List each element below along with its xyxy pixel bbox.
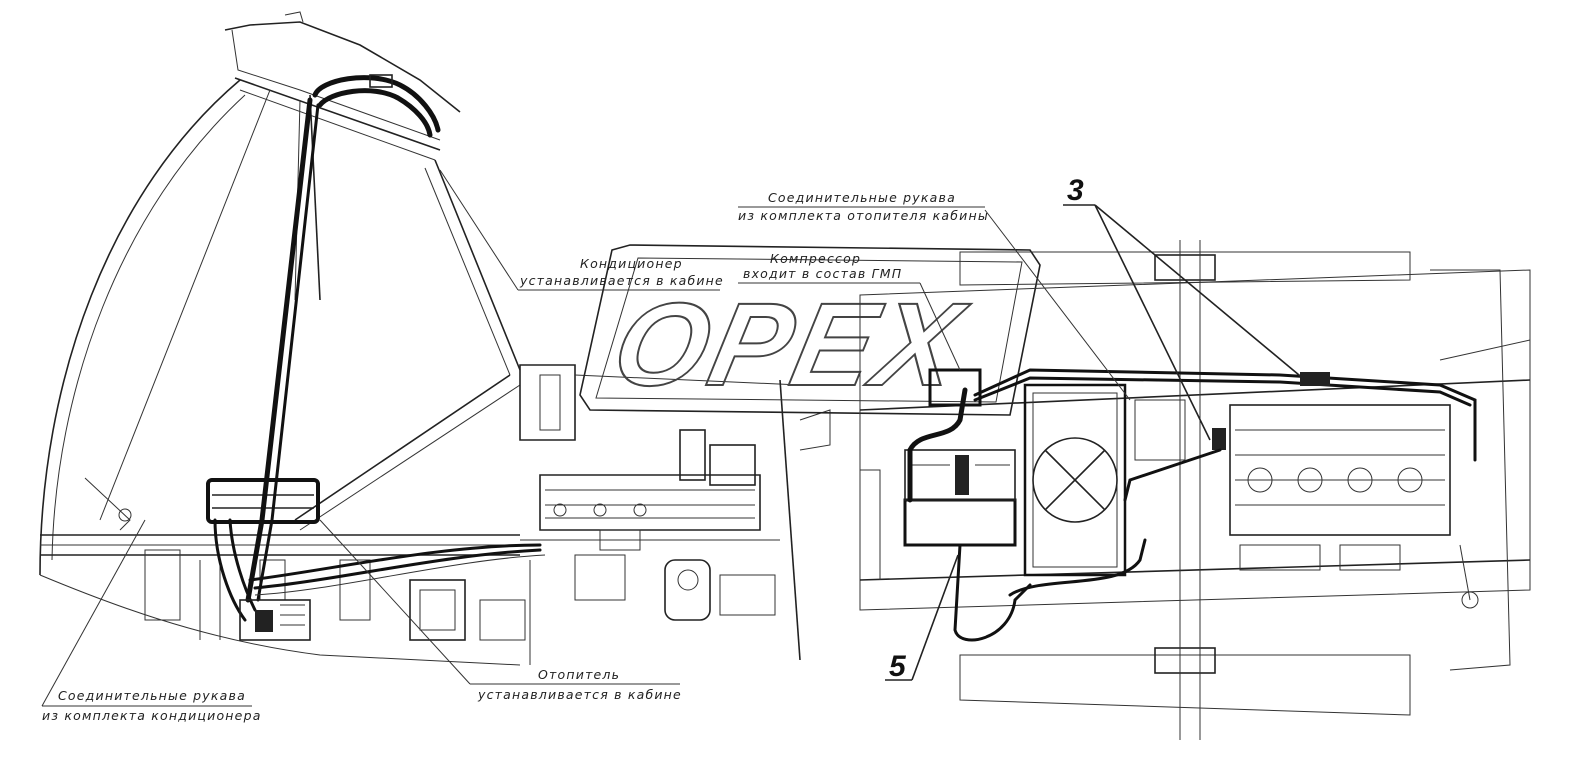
heater-hoses-label-line2: из комплекта отопителя кабины [738,208,989,223]
callout-5: 5 [889,650,907,683]
heater-label-line2: устанавливается в кабине [477,687,682,702]
compressor-label-line2: входит в состав ГМП [743,266,902,281]
heater-hoses-label-line1: Соединительные рукава [768,190,956,205]
conditioner-hoses [213,97,546,622]
callout-3: 3 [1067,174,1084,207]
watermark: OPEX [579,244,1041,416]
conditioner-label-line1: Кондиционер [580,256,683,271]
heater-pump [239,599,311,641]
roof-conditioner-unit [312,74,441,138]
compressor-label-line1: Компрессор [770,251,861,266]
engine-block-right [1123,372,1479,609]
engine-heater-unit [903,368,1477,642]
cab-frame [39,11,521,666]
cond-hoses-label-line1: Соединительные рукава [58,688,246,703]
heater-label-line1: Отопитель [538,667,620,682]
leader-lines [41,169,1306,707]
conditioner-label-line2: устанавливается в кабине [519,273,724,288]
cond-hoses-label-line2: из комплекта кондиционера [42,708,262,723]
radiator-fan [1023,383,1127,577]
watermark-text: OPEX [603,279,977,411]
engine-block-left [409,364,831,665]
